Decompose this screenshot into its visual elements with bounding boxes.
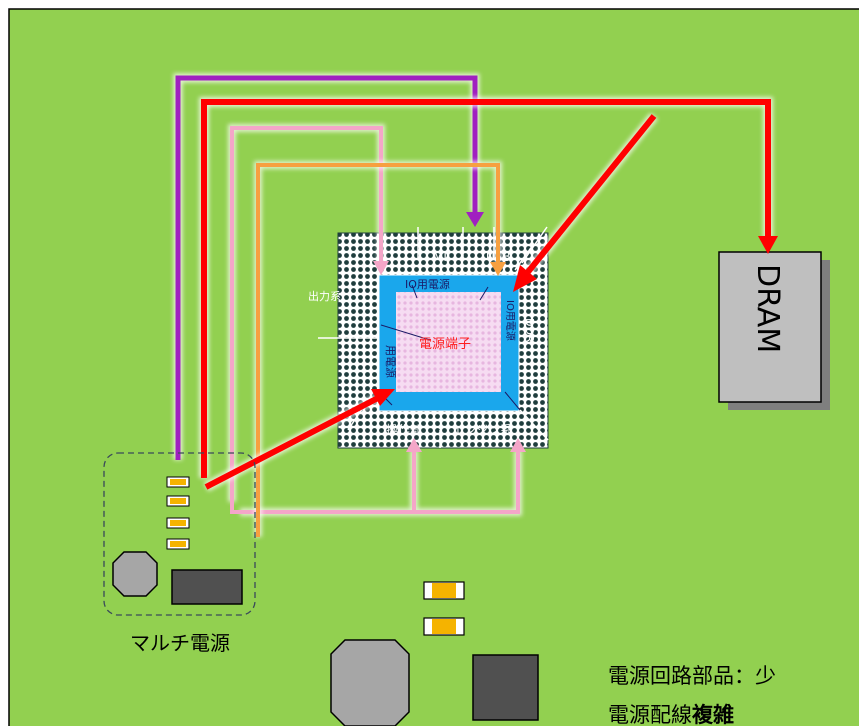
label-io-power-right: IO用電源 (504, 300, 517, 341)
purple-wire (173, 73, 484, 460)
label-operation: 操作部 (386, 422, 422, 437)
label-mii: MII (433, 250, 450, 264)
orange-wire (254, 161, 506, 537)
label-ddr: DDR (523, 318, 536, 343)
dram-chip: DRAM (718, 251, 830, 410)
multi-power-region (103, 452, 256, 616)
bottom-ic (472, 654, 539, 721)
caption-line-1: 電源回路部品：少 (608, 664, 776, 688)
pink-wire-output (228, 124, 389, 502)
bottom-inductor (330, 639, 410, 726)
dram-label: DRAM (750, 264, 785, 353)
label-output: 出力系 (308, 289, 341, 303)
multi-power-ic (171, 569, 243, 605)
caption-line-2-bold: 複雑 (691, 703, 734, 726)
label-io-power-top: IO用電源 (405, 277, 450, 291)
red-wire (199, 97, 778, 492)
label-left-power: 用電源 (384, 345, 398, 378)
bottom-capacitors (423, 581, 465, 636)
pink-wire-operation-engine (230, 438, 526, 516)
label-engine: エンジン系 (452, 423, 512, 437)
multi-power-label: マルチ電源 (130, 631, 230, 655)
multi-power-capacitors (166, 476, 190, 550)
chip-center-label: 電源端子 (419, 337, 471, 352)
chip-die (396, 292, 501, 392)
caption-line-2: 電源配線複雑 (608, 703, 734, 726)
multi-power-inductor (112, 551, 158, 597)
caption-line-2-prefix: 電源配線 (608, 703, 692, 726)
